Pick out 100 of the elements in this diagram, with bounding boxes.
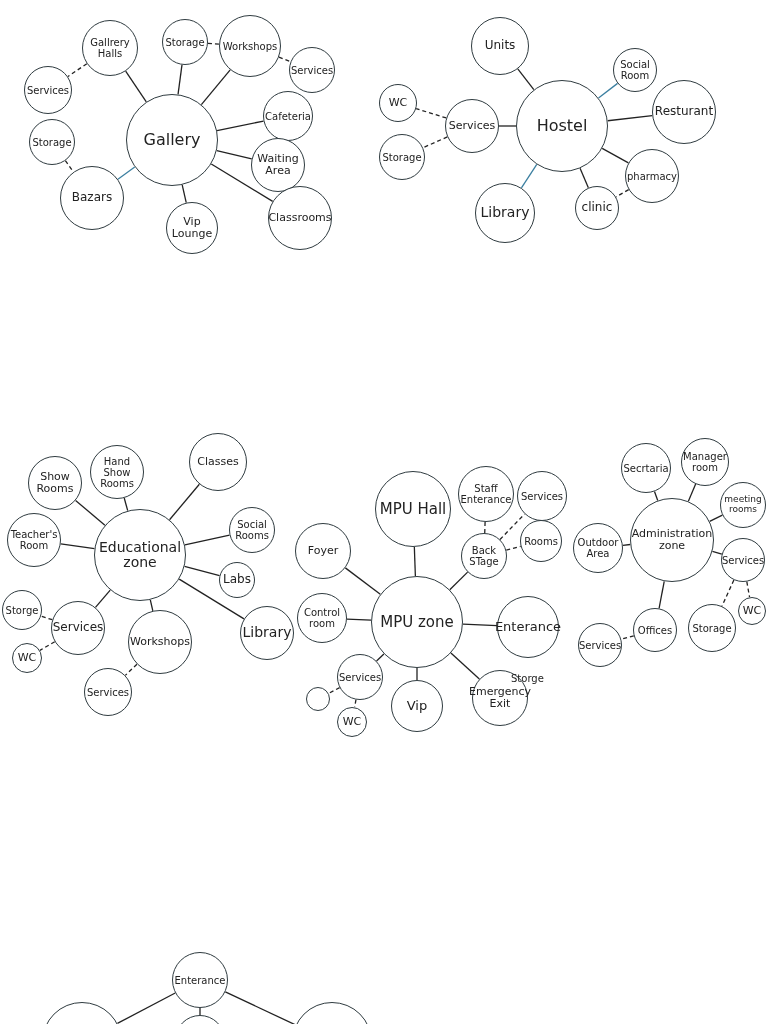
space-bubble — [461, 533, 507, 579]
connector-line — [74, 499, 106, 526]
space-bubble — [90, 445, 144, 499]
space-bubble — [681, 438, 729, 486]
zone-name: Administration zone — [630, 527, 714, 553]
space-bubble — [578, 623, 622, 667]
space-bubble — [575, 186, 619, 230]
connector-line — [413, 546, 416, 577]
space-name: Library — [241, 625, 293, 641]
connector-line — [168, 483, 200, 521]
connector-line — [216, 120, 265, 132]
zone-name: Gallery — [142, 131, 202, 149]
connector-line — [200, 69, 231, 106]
connector-line — [601, 147, 630, 164]
space-bubble — [379, 84, 417, 122]
space-bubble — [295, 523, 351, 579]
space-bubble — [166, 202, 218, 254]
empty-bubble — [306, 687, 330, 711]
connector-line — [210, 163, 274, 202]
connector-line — [462, 623, 498, 627]
space-bubble — [51, 601, 105, 655]
connector-line — [224, 991, 297, 1024]
space-name: Social Room — [619, 59, 651, 81]
space-name: Secrtaria — [622, 462, 670, 474]
space-name: Gallrery Halls — [89, 37, 131, 59]
space-name: WC — [387, 96, 409, 110]
space-name: Storage — [31, 136, 73, 148]
space-bubble — [720, 482, 766, 528]
space-name: Bazars — [70, 191, 114, 205]
dashed-connector — [328, 687, 341, 695]
connector-line — [344, 567, 381, 595]
dashed-connector — [124, 663, 138, 676]
space-name: Services — [337, 671, 383, 683]
dashed-connector — [354, 699, 357, 708]
space-name: Teacher's Room — [9, 529, 59, 551]
connector-line — [622, 543, 631, 546]
space-name: Cafeteria — [264, 110, 312, 122]
space-bubble — [172, 952, 228, 1008]
dashed-connector — [64, 160, 75, 173]
connector-line — [653, 490, 659, 502]
space-name: Emergency Exit — [468, 685, 533, 711]
dashed-connector — [484, 521, 486, 534]
space-bubble — [2, 590, 42, 630]
space-name: Foyer — [306, 544, 340, 558]
connector-line — [178, 578, 245, 620]
space-name: Library — [479, 205, 531, 221]
space-name: Staff Enterance — [459, 483, 513, 505]
space-bubble — [391, 680, 443, 732]
connector-line — [711, 550, 723, 555]
space-bubble — [613, 48, 657, 92]
dashed-connector — [620, 635, 635, 640]
dashed-connector — [40, 615, 53, 621]
space-name: Offices — [636, 624, 674, 636]
space-bubble — [738, 597, 766, 625]
space-name: Services — [25, 84, 71, 96]
space-bubble — [688, 604, 736, 652]
space-name: Units — [483, 39, 517, 53]
connector-line — [450, 652, 480, 680]
space-name: Services — [720, 554, 766, 566]
space-name: Hand Show Rooms — [99, 455, 135, 489]
space-bubble — [7, 513, 61, 567]
connector-line — [517, 68, 535, 91]
connector-line — [216, 149, 253, 160]
space-name: Social Rooms — [234, 519, 270, 541]
space-name: Services — [289, 64, 335, 76]
connector-line — [123, 497, 129, 512]
space-name: clinic — [580, 201, 614, 215]
space-name: Storage — [691, 622, 733, 634]
space-name: Show Rooms — [35, 470, 75, 496]
space-bubble — [29, 119, 75, 165]
space-bubble — [297, 593, 347, 643]
space-bubble — [289, 47, 335, 93]
connector-line — [579, 167, 589, 189]
connector-line — [449, 571, 469, 591]
connector-line — [183, 565, 221, 577]
space-bubble — [721, 538, 765, 582]
space-name: Classes — [196, 455, 240, 469]
space-name: Control room — [302, 607, 342, 629]
zone-name: Hostel — [535, 117, 589, 135]
space-name: Rooms — [523, 535, 559, 547]
space-bubble — [458, 466, 514, 522]
space-bubble — [162, 19, 208, 65]
space-name: WC — [341, 715, 363, 729]
space-bubble — [28, 456, 82, 510]
space-name: Outdoor Area — [576, 537, 620, 559]
connector-line — [658, 580, 665, 610]
space-name: Vip Lounge — [170, 215, 214, 241]
space-name: Services — [51, 621, 105, 635]
connector-line — [375, 653, 385, 662]
connector-line — [687, 483, 697, 502]
connector-line — [94, 589, 111, 609]
connector-line — [520, 163, 538, 189]
space-name: Enterance — [173, 974, 227, 986]
space-name: Services — [577, 639, 623, 651]
space-name: WC — [741, 604, 763, 618]
connector-line — [184, 534, 231, 546]
connector-line — [116, 992, 176, 1024]
space-bubble — [621, 443, 671, 493]
connector-line — [177, 64, 183, 96]
space-bubble — [84, 668, 132, 716]
